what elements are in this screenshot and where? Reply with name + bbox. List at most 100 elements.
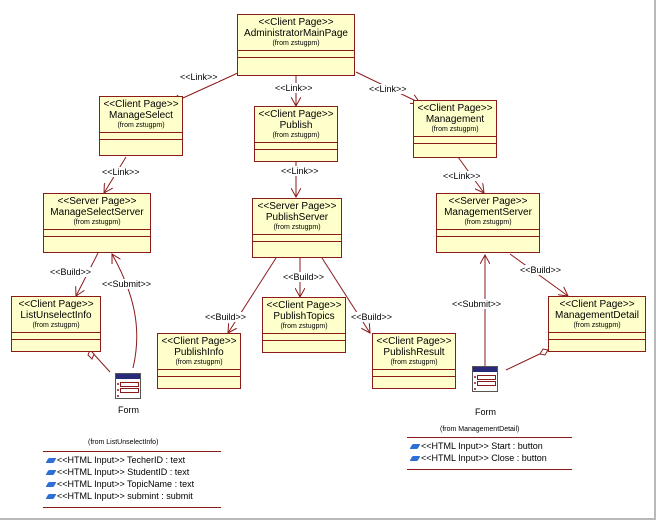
aggregation-managementdetail-form [505, 349, 549, 371]
attributes-compartment [255, 142, 337, 149]
link-label: <<Link>> [275, 83, 313, 93]
class-publish-server[interactable]: <<Server Page>> PublishServer (from zstu… [252, 198, 342, 258]
operations-compartment [414, 143, 496, 150]
class-management-server[interactable]: <<Server Page>> ManagementServer (from z… [436, 193, 540, 253]
submit-form-server [112, 254, 138, 369]
stereotype: <<Client Page>> [559, 299, 635, 310]
build-label: <<Build>> [205, 312, 247, 322]
submit-label: <<Submit>> [102, 279, 152, 289]
class-name: ManagementServer [444, 207, 532, 218]
operations-compartment [158, 376, 240, 383]
attributes-compartment [44, 229, 150, 236]
package-from: (from zstugpm) [431, 126, 479, 133]
attributes-compartment [238, 50, 354, 57]
operations-compartment [12, 339, 100, 346]
build-label: <<Build>> [351, 312, 393, 322]
attribute-row: <<HTML Input>> TopicName : text [43, 479, 221, 491]
class-publish-info[interactable]: <<Client Page>> PublishInfo (from zstugp… [157, 333, 241, 389]
class-manage-select[interactable]: <<Client Page>> ManageSelect (from zstug… [99, 96, 183, 156]
stereotype: <<Client Page>> [376, 336, 452, 347]
build-label: <<Build>> [283, 272, 325, 282]
attribute-icon [409, 456, 421, 461]
form-icon [115, 373, 141, 399]
form-icon [472, 366, 498, 392]
stereotype: <<Client Page>> [103, 99, 179, 110]
class-management-detail[interactable]: <<Client Page>> ManagementDetail (from z… [548, 296, 646, 352]
attributes-compartment [253, 234, 341, 241]
attribute-text: <<HTML Input>> TopicName : text [57, 479, 195, 489]
class-publish-topics[interactable]: <<Client Page>> PublishTopics (from zstu… [262, 297, 346, 353]
class-publish[interactable]: <<Client Page>> Publish (from zstugpm) [254, 106, 338, 162]
form-from: (from ManagementDetail) [440, 426, 520, 433]
package-from: (from zstugpm) [272, 132, 320, 139]
package-from: (from zstugpm) [272, 40, 320, 47]
stereotype: <<Server Page>> [448, 196, 528, 207]
link-label: <<Link>> [180, 72, 218, 82]
attribute-text: <<HTML Input>> Close : button [421, 453, 547, 463]
link-label: <<Link>> [443, 171, 481, 181]
class-list-unselect-info[interactable]: <<Client Page>> ListUnselectInfo (from z… [11, 296, 101, 352]
operations-compartment [44, 236, 150, 243]
attributes-compartment [549, 332, 645, 339]
class-name: ManageSelectServer [50, 207, 144, 218]
attribute-text: <<HTML Input>> TecherID : text [57, 455, 186, 465]
class-name: Publish [279, 120, 313, 131]
package-from: (from zstugpm) [573, 322, 621, 329]
class-name: ManagementDetail [555, 310, 639, 321]
stereotype: <<Client Page>> [417, 103, 493, 114]
class-management[interactable]: <<Client Page>> Management (from zstugpm… [413, 100, 497, 158]
attributes-compartment [414, 136, 496, 143]
attributes-compartment [158, 369, 240, 376]
attribute-row: <<HTML Input>> Close : button [407, 453, 572, 465]
class-manage-select-server[interactable]: <<Server Page>> ManageSelectServer (from… [43, 193, 151, 253]
stereotype: <<Client Page>> [161, 336, 237, 347]
operations-compartment [373, 376, 455, 383]
stereotype: <<Client Page>> [258, 109, 334, 120]
operations-compartment [253, 241, 341, 248]
class-name: PublishInfo [174, 347, 224, 358]
class-publish-result[interactable]: <<Client Page>> PublishResult (from zstu… [372, 333, 456, 389]
link-label: <<Link>> [281, 166, 319, 176]
package-from: (from zstugpm) [73, 219, 121, 226]
stereotype: <<Server Page>> [57, 196, 137, 207]
attribute-icon [45, 482, 57, 487]
attribute-icon [409, 444, 421, 449]
form-attributes-right: <<HTML Input>> Start : button <<HTML Inp… [407, 437, 572, 470]
class-name: PublishServer [265, 212, 329, 223]
link-label: <<Link>> [369, 84, 407, 94]
stereotype: <<Client Page>> [266, 300, 342, 311]
class-administrator-main-page[interactable]: <<Client Page>> AdministratorMainPage (f… [237, 14, 355, 76]
operations-compartment [255, 149, 337, 156]
form-from: (from ListUnselectInfo) [88, 439, 159, 446]
operations-compartment [100, 139, 182, 146]
class-name: ListUnselectInfo [20, 310, 92, 321]
attribute-icon [45, 458, 57, 463]
aggregation-listunselect-form [89, 349, 111, 373]
attribute-text: <<HTML Input>> submint : submit [57, 491, 193, 501]
form-name: Form [475, 407, 496, 417]
operations-compartment [263, 340, 345, 347]
operations-compartment [437, 236, 539, 243]
form-name: Form [118, 405, 139, 415]
attribute-text: <<HTML Input>> Start : button [421, 441, 543, 451]
operations-compartment [238, 57, 354, 64]
package-from: (from zstugpm) [273, 224, 321, 231]
attributes-compartment [12, 332, 100, 339]
attribute-row: <<HTML Input>> Start : button [407, 441, 572, 453]
attribute-row: <<HTML Input>> StudentID : text [43, 467, 221, 479]
attribute-row: <<HTML Input>> submint : submit [43, 491, 221, 503]
attributes-compartment [373, 369, 455, 376]
build-label: <<Build>> [50, 267, 92, 277]
package-from: (from zstugpm) [117, 122, 165, 129]
class-name: Management [425, 114, 485, 125]
attribute-icon [45, 470, 57, 475]
stereotype: <<Client Page>> [18, 299, 94, 310]
attributes-compartment [437, 229, 539, 236]
build-label: <<Build>> [520, 265, 562, 275]
aggregation-diamond-right [539, 348, 549, 356]
package-from: (from zstugpm) [32, 322, 80, 329]
attribute-icon [45, 494, 57, 499]
stereotype: <<Server Page>> [257, 201, 337, 212]
attributes-compartment [100, 132, 182, 139]
